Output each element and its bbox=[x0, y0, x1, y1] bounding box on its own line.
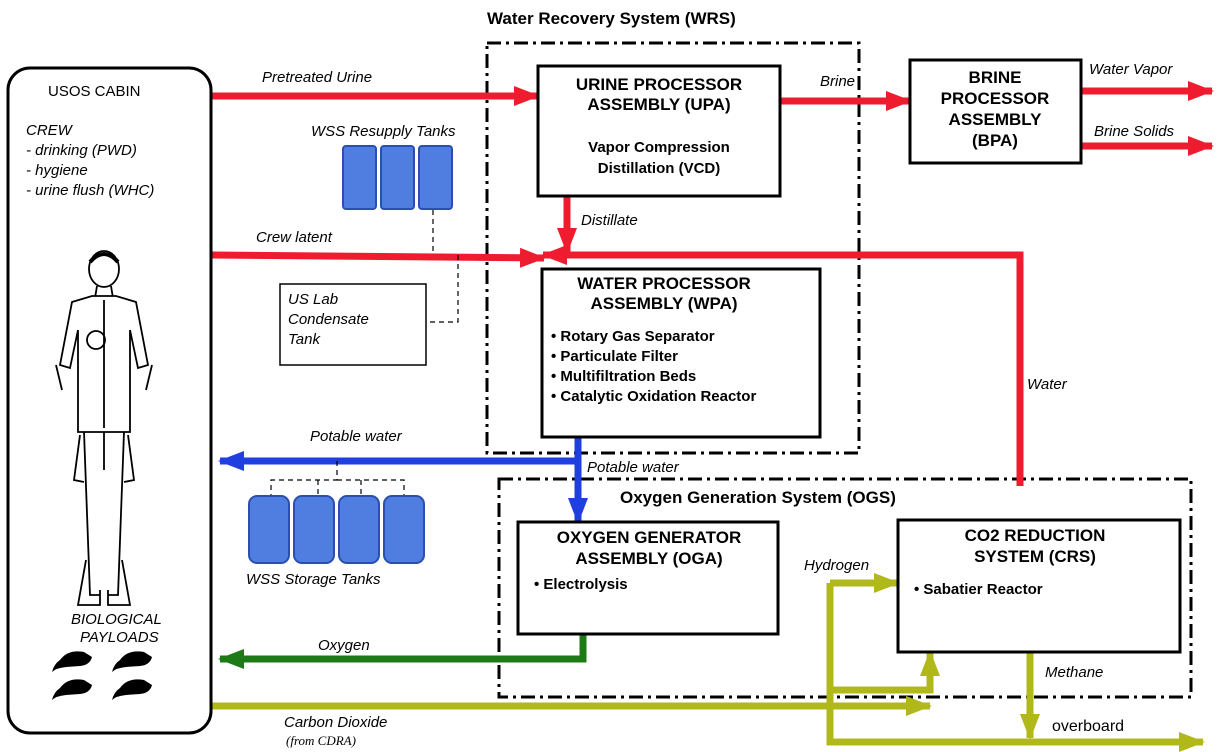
wrs-title: Water Recovery System (WRS) bbox=[487, 9, 736, 28]
oxygen-label: Oxygen bbox=[318, 637, 370, 654]
bio-payloads-line2: PAYLOADS bbox=[80, 629, 159, 646]
wpa-box bbox=[540, 267, 822, 439]
oga-title-line2: ASSEMBLY (OGA) bbox=[575, 549, 722, 568]
upa-box bbox=[536, 64, 782, 198]
from-cdra-label: (from CDRA) bbox=[286, 733, 356, 748]
wpa-item-rotary: • Rotary Gas Separator bbox=[551, 328, 715, 345]
crs-box bbox=[896, 518, 1182, 654]
crew-title: CREW bbox=[26, 122, 74, 139]
upa-title-line2: ASSEMBLY (UPA) bbox=[587, 95, 730, 114]
crew-latent-label: Crew latent bbox=[256, 229, 333, 246]
upa-sub-line2: Distillation (VCD) bbox=[598, 160, 721, 177]
crs-title-line1: CO2 REDUCTION bbox=[965, 526, 1106, 545]
condensate-dash bbox=[426, 255, 459, 323]
wpa-title-line2: ASSEMBLY (WPA) bbox=[590, 294, 737, 313]
oga-title-line1: OXYGEN GENERATOR bbox=[557, 528, 742, 547]
oxygen-flow bbox=[218, 634, 587, 669]
oga-item-electrolysis: • Electrolysis bbox=[534, 576, 628, 593]
bpa-line3: ASSEMBLY bbox=[949, 110, 1043, 129]
condensate-line3: Tank bbox=[288, 331, 321, 348]
condensate-line1: US Lab bbox=[288, 291, 338, 308]
bpa-line4: (BPA) bbox=[972, 131, 1018, 150]
crew-latent-flow bbox=[211, 247, 546, 268]
carbon-dioxide-label: Carbon Dioxide bbox=[284, 714, 387, 731]
crew-item-drinking: - drinking (PWD) bbox=[26, 142, 137, 159]
water-label: Water bbox=[1027, 376, 1068, 393]
wpa-title-line1: WATER PROCESSOR bbox=[577, 274, 750, 293]
wss-resupply-label: WSS Resupply Tanks bbox=[311, 123, 456, 140]
rodent-icon bbox=[52, 651, 152, 700]
wpa-item-beds: • Multifiltration Beds bbox=[551, 368, 696, 385]
wss-storage-label: WSS Storage Tanks bbox=[246, 571, 381, 588]
hydrogen-label: Hydrogen bbox=[804, 557, 869, 574]
hydrogen-to-crs-return bbox=[830, 650, 940, 694]
ogs-boundary bbox=[497, 477, 1193, 699]
brine-label: Brine bbox=[820, 73, 855, 90]
oga-box bbox=[516, 520, 780, 636]
crs-title-line2: SYSTEM (CRS) bbox=[974, 547, 1096, 566]
condensate-line2: Condensate bbox=[288, 311, 369, 328]
distillate-label: Distillate bbox=[581, 212, 638, 229]
upa-title-line1: URINE PROCESSOR bbox=[576, 75, 742, 94]
water-vapor-label: Water Vapor bbox=[1089, 61, 1173, 78]
crew-member-figure-icon bbox=[55, 250, 153, 606]
bio-payloads-line1: BIOLOGICAL bbox=[71, 611, 162, 628]
wpa-item-filter: • Particulate Filter bbox=[551, 348, 678, 365]
crew-item-urine-flush: - urine flush (WHC) bbox=[26, 182, 154, 199]
storage-tank-dash bbox=[270, 461, 338, 496]
crew-item-hygiene: - hygiene bbox=[26, 162, 88, 179]
condensate-tank-box bbox=[279, 283, 427, 366]
bpa-box bbox=[908, 58, 1083, 165]
cabin-title: USOS CABIN bbox=[48, 83, 141, 100]
brine-solids-label: Brine Solids bbox=[1094, 123, 1175, 140]
crs-item-sabatier: • Sabatier Reactor bbox=[914, 581, 1043, 598]
storage-tank-dash-4 bbox=[337, 479, 405, 496]
upa-sub-line1: Vapor Compression bbox=[588, 139, 730, 156]
overboard-flow bbox=[826, 690, 1205, 752]
wpa-item-reactor: • Catalytic Oxidation Reactor bbox=[551, 388, 756, 405]
methane-label: Methane bbox=[1045, 664, 1103, 681]
water-tank-icon bbox=[342, 145, 453, 210]
potable-water-bottom-label: Potable water bbox=[587, 459, 680, 476]
ogs-title: Oxygen Generation System (OGS) bbox=[620, 488, 896, 507]
wss-storage-tank-icons bbox=[248, 495, 425, 564]
wrs-boundary bbox=[485, 41, 861, 455]
bpa-line2: PROCESSOR bbox=[941, 89, 1050, 108]
potable-water-top-label: Potable water bbox=[310, 428, 403, 445]
overboard-label: overboard bbox=[1052, 718, 1124, 735]
pretreated-urine-label: Pretreated Urine bbox=[262, 69, 372, 86]
crs-water-flow bbox=[541, 245, 1024, 486]
bpa-line1: BRINE bbox=[969, 68, 1022, 87]
